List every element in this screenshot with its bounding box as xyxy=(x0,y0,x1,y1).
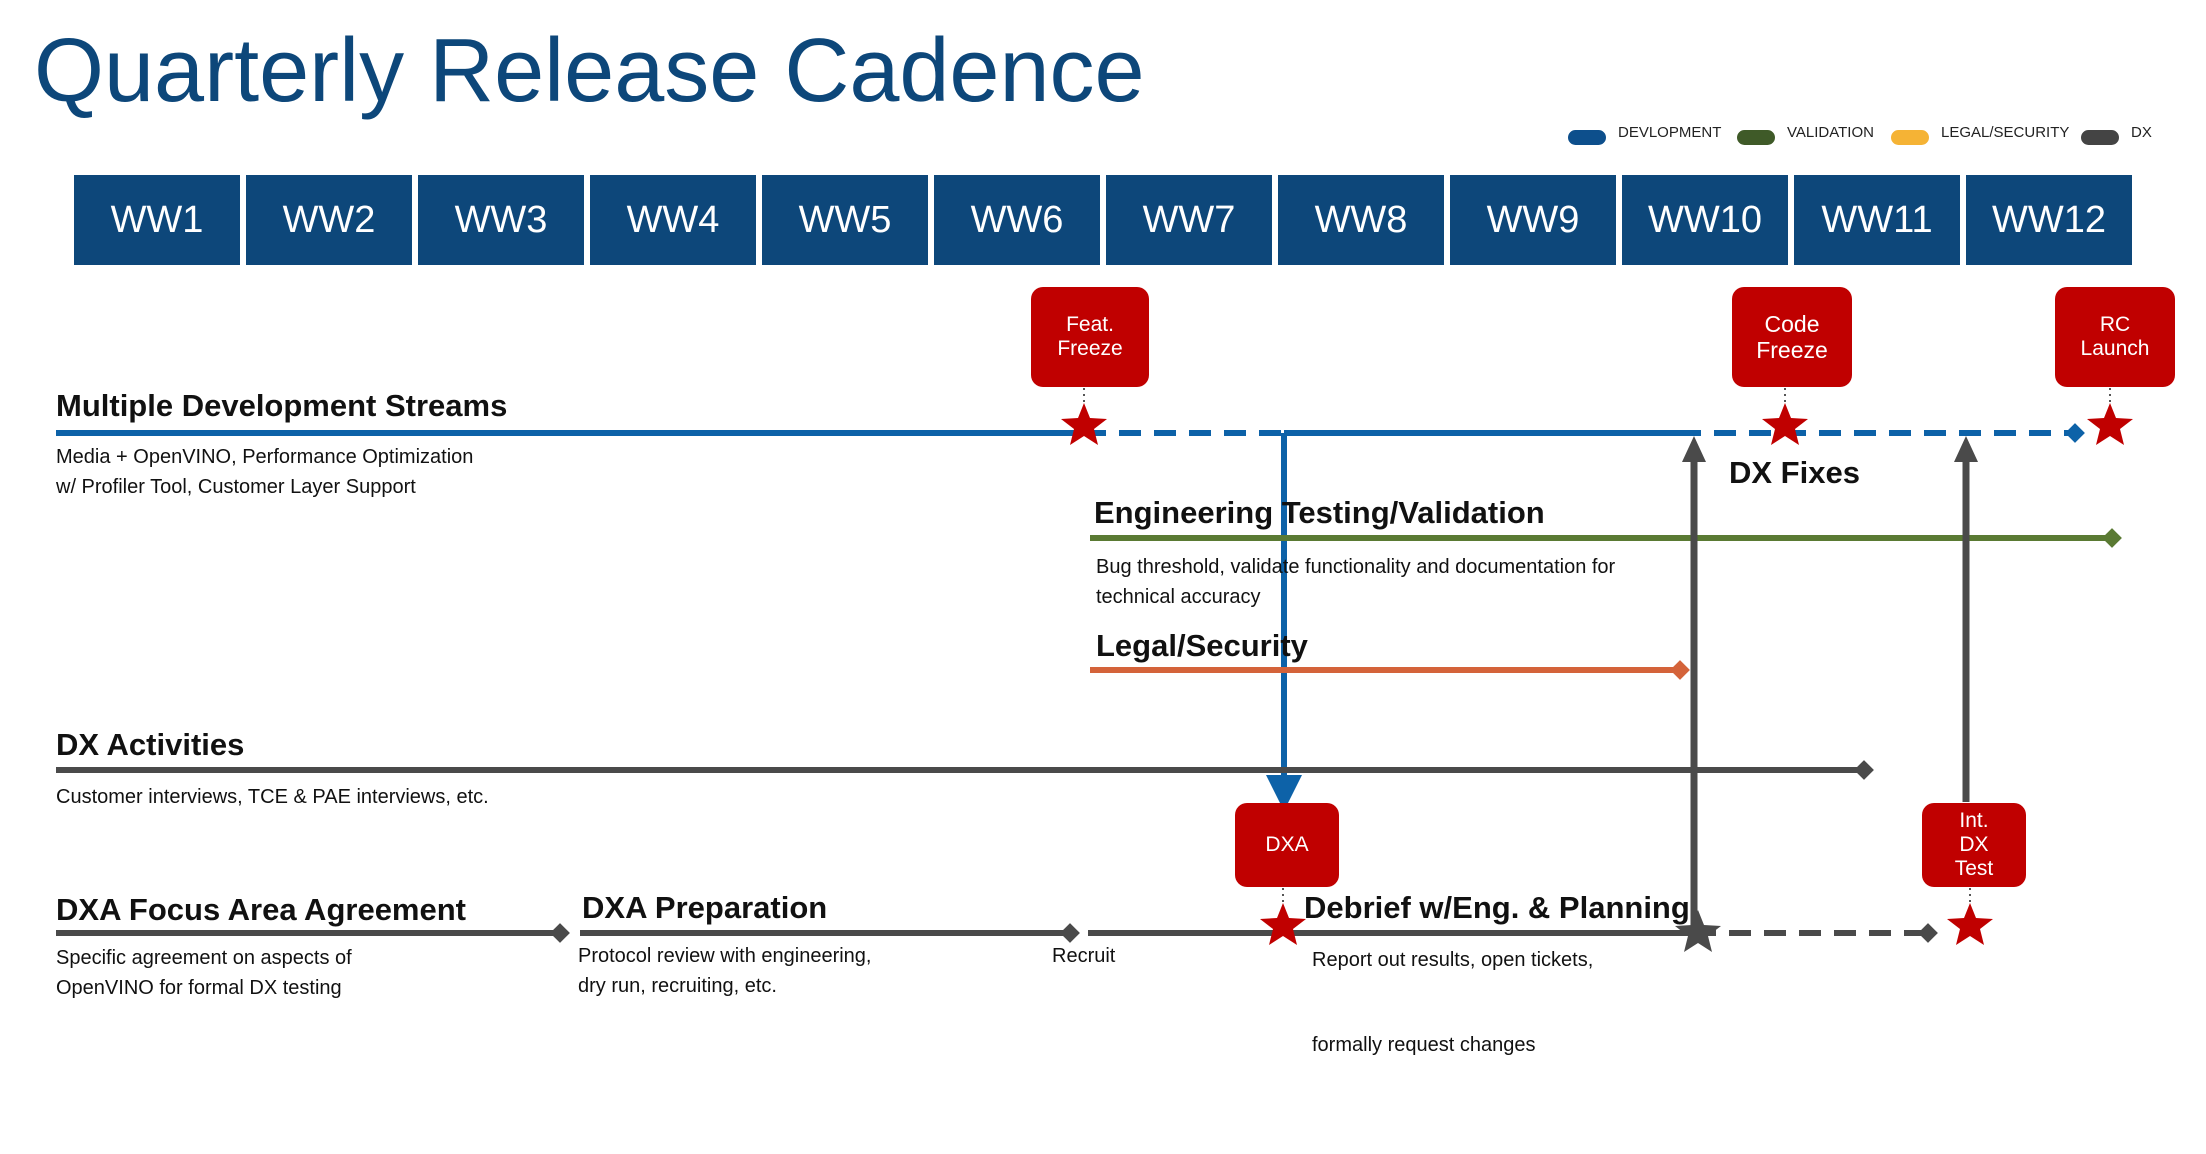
dx-activities-title: DX Activities xyxy=(56,727,245,762)
validation-end-diamond xyxy=(2102,528,2122,548)
focus-title: DXA Focus Area Agreement xyxy=(56,892,466,927)
dx-activities-end-diamond xyxy=(1854,760,1874,780)
legend-swatch-legal-security xyxy=(1891,130,1929,145)
validation-desc-line-1: Bug threshold, validate functionality an… xyxy=(1096,556,1616,578)
validation-desc: Bug threshold, validate functionality an… xyxy=(1096,552,1615,612)
legend-swatch-development xyxy=(1568,130,1606,145)
week-cell-ww10: WW10 xyxy=(1622,175,1788,265)
week-cell-ww5: WW5 xyxy=(762,175,928,265)
week-cell-ww8: WW8 xyxy=(1278,175,1444,265)
legend-swatch-dx xyxy=(2081,130,2119,145)
dev-stream-desc: Media + OpenVINO, Performance Optimizati… xyxy=(56,442,473,502)
star-feat-freeze xyxy=(1061,403,1107,445)
validation-title: Engineering Testing/Validation xyxy=(1094,495,1545,530)
legend-label-dx: DX xyxy=(2131,124,2152,141)
debrief-desc: Report out results, open tickets, xyxy=(1312,945,1593,975)
week-cell-ww4: WW4 xyxy=(590,175,756,265)
legal-title: Legal/Security xyxy=(1096,628,1308,663)
focus-desc-line-1: Specific agreement on aspects of xyxy=(56,947,352,969)
dx-activities-desc: Customer interviews, TCE & PAE interview… xyxy=(56,782,489,812)
week-cell-ww11: WW11 xyxy=(1794,175,1960,265)
week-cell-ww3: WW3 xyxy=(418,175,584,265)
recruit-label-text: Recruit xyxy=(1052,945,1116,967)
prep-title: DXA Preparation xyxy=(582,890,828,925)
week-cell-ww1: WW1 xyxy=(74,175,240,265)
recruit-label: Recruit xyxy=(1052,941,1115,971)
int-dx-up-arrowhead xyxy=(1954,436,1978,462)
legal-end-diamond xyxy=(1670,660,1690,680)
prep-desc-line-1: Protocol review with engineering, xyxy=(578,945,872,967)
star-debrief xyxy=(1675,910,1721,952)
milestone-code-freeze: Code Freeze xyxy=(1732,287,1852,387)
star-rc-launch xyxy=(2087,403,2133,445)
week-cell-ww2: WW2 xyxy=(246,175,412,265)
week-cell-ww7: WW7 xyxy=(1106,175,1272,265)
debrief-title: Debrief w/Eng. & Planning xyxy=(1304,890,1690,925)
milestone-rc-launch: RC Launch xyxy=(2055,287,2175,387)
prep-desc-line-2: dry run, recruiting, etc. xyxy=(578,975,777,997)
star-dxa xyxy=(1260,903,1306,945)
debrief-up-arrowhead xyxy=(1682,436,1706,462)
star-int-dx-test xyxy=(1947,903,1993,945)
week-cell-ww9: WW9 xyxy=(1450,175,1616,265)
legend-label-legal-security: LEGAL/SECURITY xyxy=(1941,124,2070,141)
debrief-desc-2: formally request changes xyxy=(1312,1030,1535,1060)
focus-desc-line-2: OpenVINO for formal DX testing xyxy=(56,977,342,999)
focus-end-diamond xyxy=(550,923,570,943)
debrief-desc-line-2: formally request changes xyxy=(1312,1034,1536,1056)
legend-label-validation: VALIDATION xyxy=(1787,124,1874,141)
prep-desc: Protocol review with engineering, dry ru… xyxy=(578,941,872,1001)
week-cell-ww6: WW6 xyxy=(934,175,1100,265)
focus-desc: Specific agreement on aspects of OpenVIN… xyxy=(56,943,352,1003)
dev-stream-end-diamond xyxy=(2065,423,2085,443)
dev-stream-title: Multiple Development Streams xyxy=(56,388,508,423)
dev-stream-desc-line-1: Media + OpenVINO, Performance Optimizati… xyxy=(56,446,474,468)
debrief-desc-line-1: Report out results, open tickets, xyxy=(1312,949,1594,971)
week-cell-ww12: WW12 xyxy=(1966,175,2132,265)
dev-stream-desc-line-2: w/ Profiler Tool, Customer Layer Support xyxy=(56,476,416,498)
page-title: Quarterly Release Cadence xyxy=(34,21,1145,121)
milestone-dxa: DXA xyxy=(1235,803,1339,887)
debrief-end-diamond xyxy=(1918,923,1938,943)
dx-fixes-label: DX Fixes xyxy=(1729,455,1860,490)
dx-activities-desc-line-1: Customer interviews, TCE & PAE interview… xyxy=(56,786,489,808)
star-code-freeze xyxy=(1762,403,1808,445)
validation-desc-line-2: technical accuracy xyxy=(1096,586,1261,608)
milestone-feat-freeze: Feat. Freeze xyxy=(1031,287,1149,387)
legend-label-development: DEVLOPMENT xyxy=(1618,124,1722,141)
legend-swatch-validation xyxy=(1737,130,1775,145)
prep-end-diamond xyxy=(1060,923,1080,943)
milestone-int-dx-test: Int. DX Test xyxy=(1922,803,2026,887)
